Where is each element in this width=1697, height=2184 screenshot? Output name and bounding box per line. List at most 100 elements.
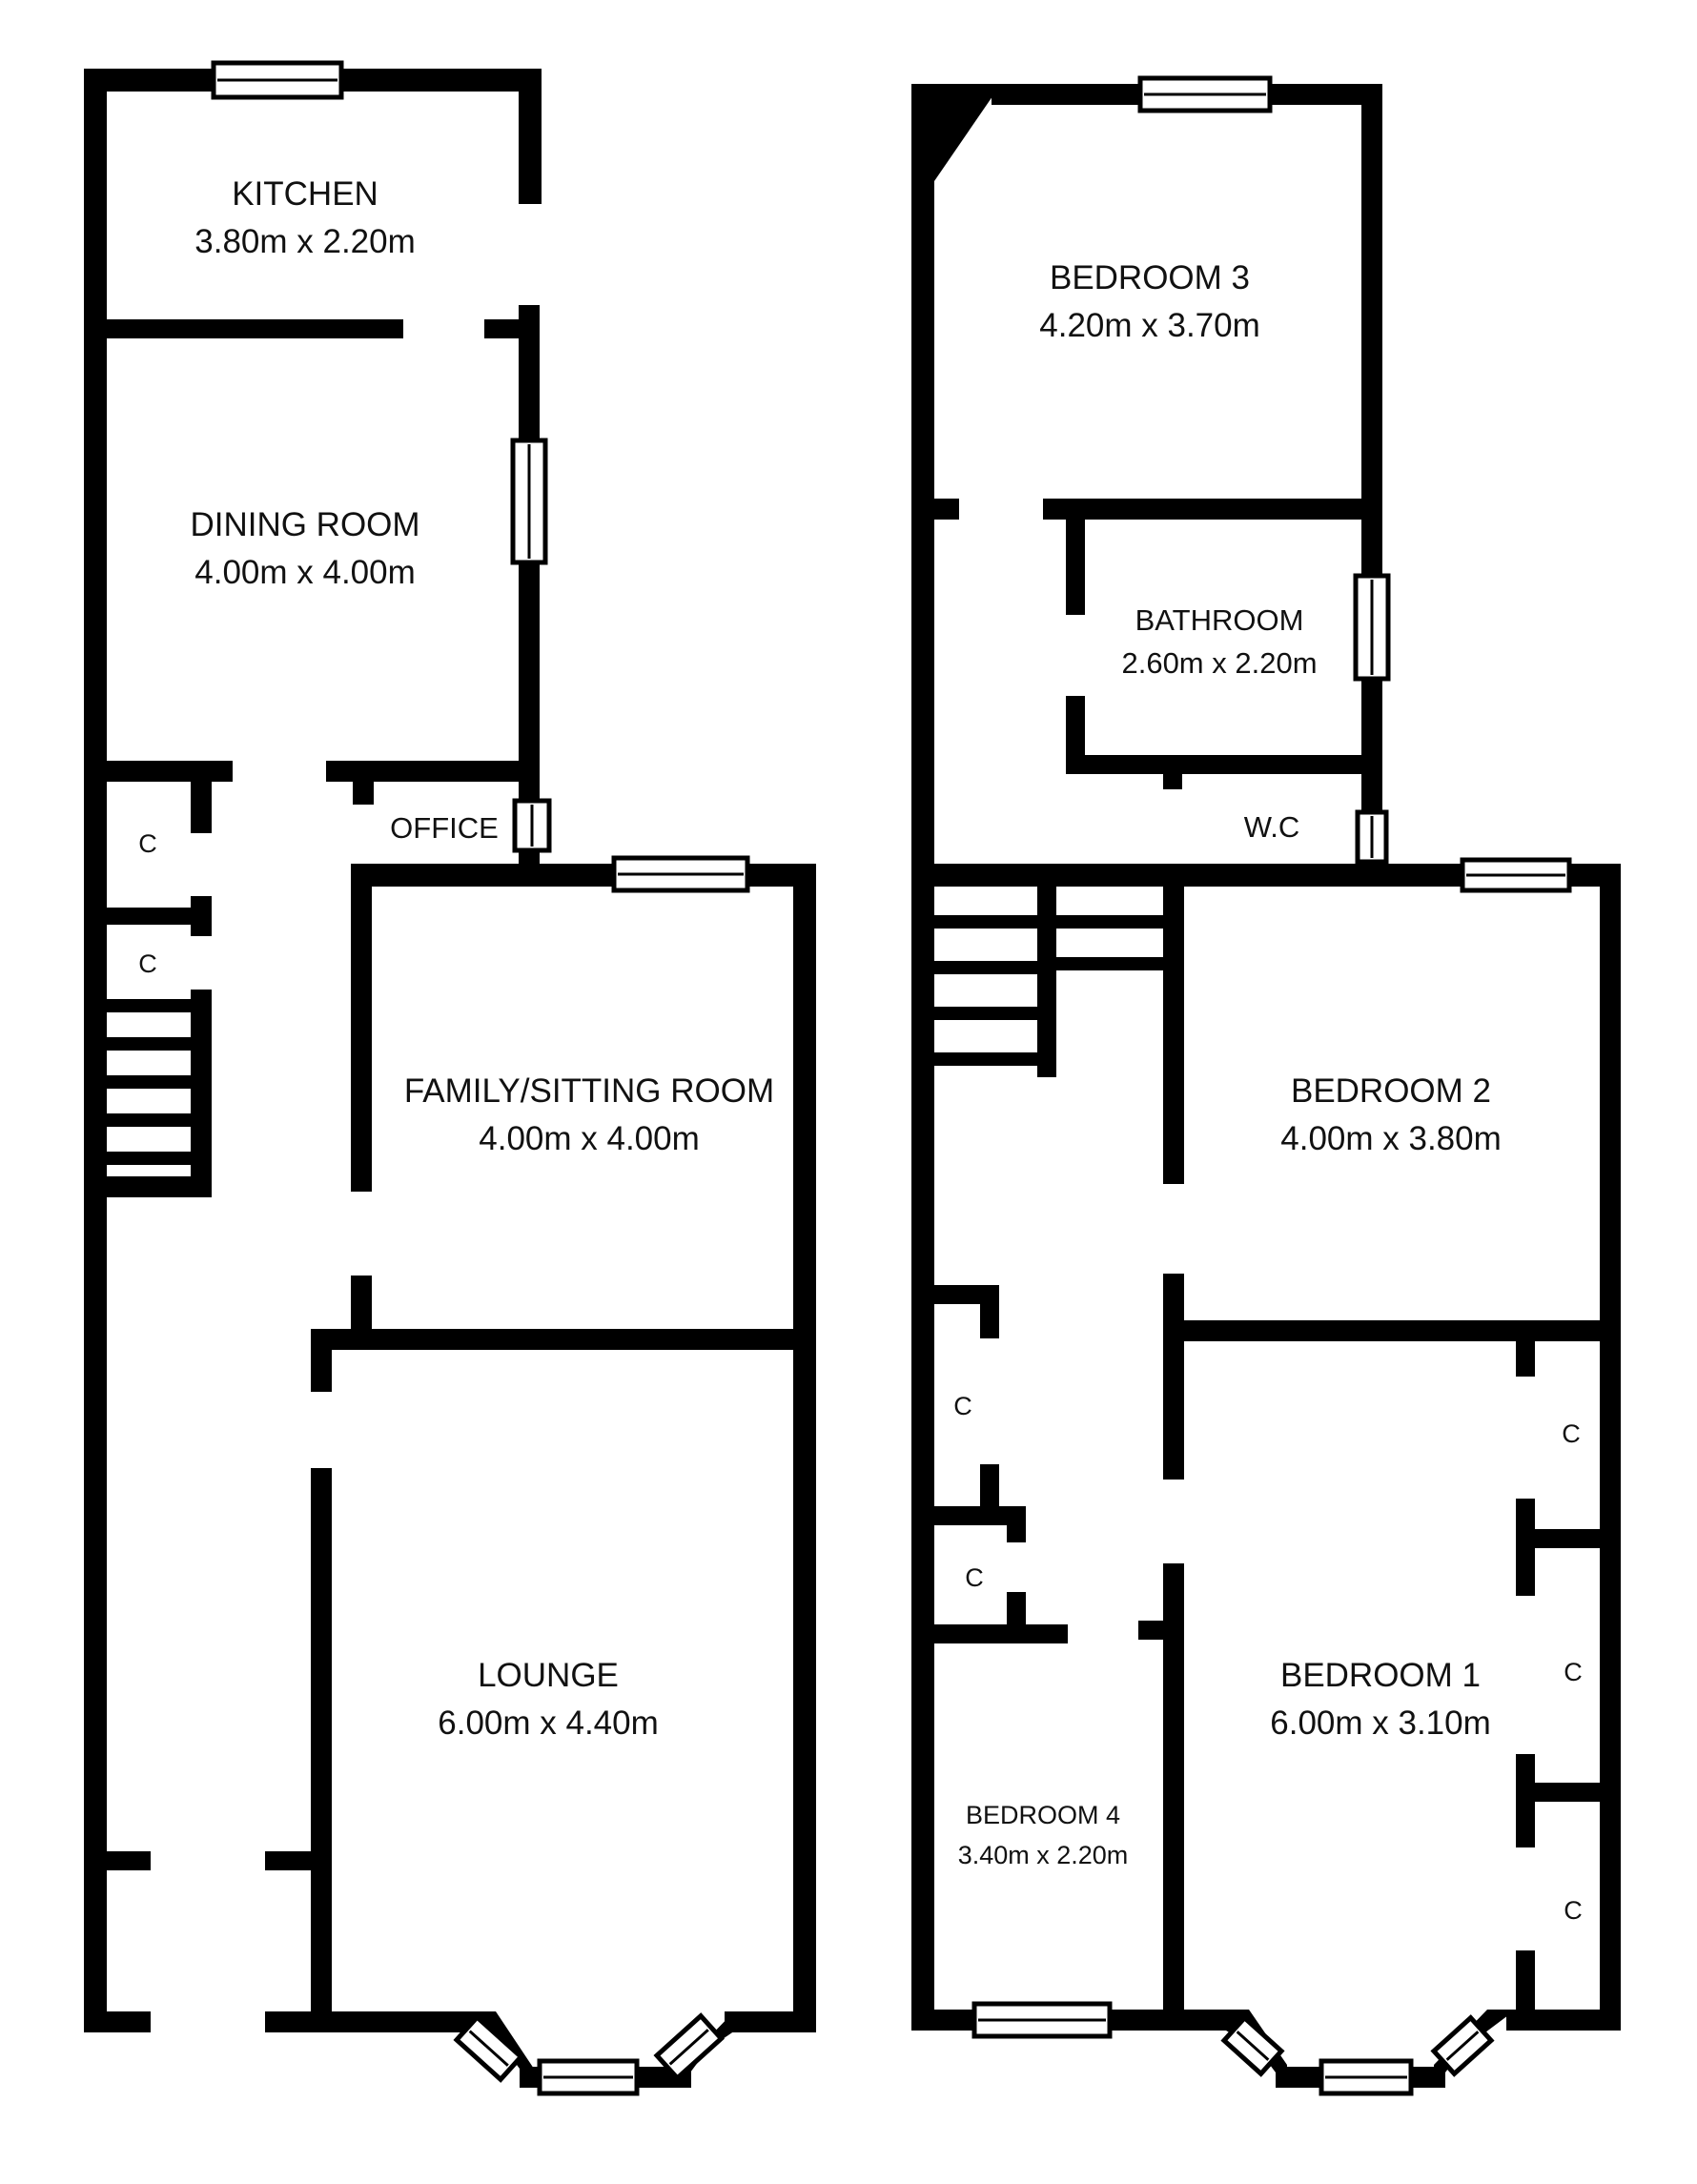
- window: [1137, 75, 1273, 113]
- window: [211, 60, 344, 100]
- wall: [353, 761, 374, 805]
- wall: [1163, 864, 1184, 1184]
- room-size: 4.00m x 4.00m: [479, 1120, 700, 1157]
- wall: [265, 1851, 332, 1870]
- wall: [265, 2011, 463, 2032]
- room-size: 6.00m x 4.40m: [438, 1704, 659, 1742]
- room-name: DINING ROOM: [190, 506, 419, 543]
- wall: [326, 761, 540, 782]
- wall: [519, 305, 540, 877]
- window: [611, 855, 750, 893]
- wall: [311, 1468, 332, 2021]
- wall: [351, 864, 372, 1192]
- wall: [1043, 499, 1382, 520]
- wall: [107, 1075, 194, 1089]
- cupboard-label: C: [1564, 1658, 1583, 1686]
- window: [653, 2012, 726, 2082]
- window: [453, 2013, 525, 2083]
- room-name: BEDROOM 4: [966, 1801, 1120, 1829]
- wall: [191, 761, 212, 833]
- cupboard-label: C: [965, 1563, 984, 1592]
- window: [1355, 809, 1389, 865]
- wall: [1516, 1529, 1621, 1548]
- cupboard-label: C: [953, 1392, 972, 1420]
- wall: [1037, 864, 1056, 1077]
- wall: [107, 1037, 194, 1051]
- wall: [1163, 1274, 1184, 1480]
- wall: [107, 1113, 194, 1127]
- wall: [1516, 1783, 1621, 1802]
- wall: [1163, 1320, 1621, 1341]
- window: [512, 798, 552, 853]
- wall: [84, 2011, 151, 2032]
- wall: [107, 999, 194, 1012]
- room-size: 2.60m x 2.20m: [1121, 646, 1317, 680]
- cupboard-label: C: [138, 949, 157, 978]
- wall: [1056, 957, 1163, 970]
- wall: [934, 1007, 1037, 1020]
- wall: [519, 69, 542, 204]
- window: [537, 2058, 640, 2096]
- room-name: BEDROOM 1: [1280, 1657, 1481, 1694]
- cupboard-label: C: [138, 829, 157, 858]
- wall: [84, 69, 107, 2032]
- ground-floor-plan: KITCHEN 3.80m x 2.20m DINING ROOM 4.00m …: [84, 60, 816, 2096]
- window: [1430, 2014, 1495, 2077]
- wall: [107, 1851, 151, 1870]
- wall: [911, 84, 934, 2031]
- room-size: 3.40m x 2.20m: [958, 1841, 1129, 1869]
- window: [1319, 2058, 1414, 2096]
- wall: [311, 1329, 332, 1392]
- room-size: 3.80m x 2.20m: [194, 223, 416, 260]
- wall: [1066, 755, 1382, 774]
- window: [1220, 2014, 1285, 2077]
- wall: [1516, 1950, 1535, 2027]
- wall: [1138, 1621, 1184, 1640]
- wall: [1007, 1506, 1026, 1542]
- wall: [934, 961, 1037, 974]
- wall: [1163, 2010, 1226, 2031]
- room-name: KITCHEN: [232, 175, 378, 213]
- room-name: FAMILY/SITTING ROOM: [404, 1072, 774, 1110]
- room-size: 4.00m x 3.80m: [1280, 1120, 1502, 1157]
- wall: [311, 1329, 816, 1350]
- room-name: BATHROOM: [1135, 603, 1304, 637]
- wall: [934, 499, 959, 520]
- wall: [107, 1152, 194, 1165]
- wall: [84, 319, 403, 338]
- wall: [1066, 499, 1085, 615]
- room-name: BEDROOM 2: [1291, 1072, 1491, 1110]
- cupboard-label: C: [1564, 1896, 1583, 1925]
- first-floor-plan: BEDROOM 3 4.20m x 3.70m BATHROOM 2.60m x…: [911, 75, 1621, 2096]
- wall: [679, 2011, 763, 2088]
- wall: [107, 908, 210, 925]
- window: [1353, 573, 1391, 682]
- window: [1460, 857, 1572, 893]
- wall: [1163, 1563, 1184, 2031]
- wall: [191, 896, 212, 936]
- cupboard-label: C: [1562, 1419, 1581, 1448]
- wall: [934, 1052, 1037, 1066]
- wall: [911, 84, 1001, 181]
- wall: [793, 864, 816, 2019]
- room-name: W.C: [1244, 810, 1300, 844]
- wall: [1516, 1335, 1535, 1377]
- window: [510, 438, 548, 565]
- room-size: 6.00m x 3.10m: [1270, 1704, 1491, 1742]
- room-size: 4.20m x 3.70m: [1039, 307, 1260, 344]
- wall: [1506, 2010, 1621, 2031]
- wall: [980, 1285, 999, 1338]
- room-name: BEDROOM 3: [1050, 259, 1250, 296]
- wall: [934, 1506, 1026, 1525]
- wall: [934, 1624, 1068, 1643]
- wall: [1600, 864, 1621, 2023]
- window: [971, 2001, 1113, 2039]
- wall: [1056, 915, 1163, 929]
- wall: [934, 915, 1037, 929]
- wall: [107, 761, 233, 782]
- wall: [107, 1176, 210, 1197]
- wall: [1066, 696, 1085, 774]
- room-size: 4.00m x 4.00m: [194, 554, 416, 591]
- wall: [980, 1464, 999, 1520]
